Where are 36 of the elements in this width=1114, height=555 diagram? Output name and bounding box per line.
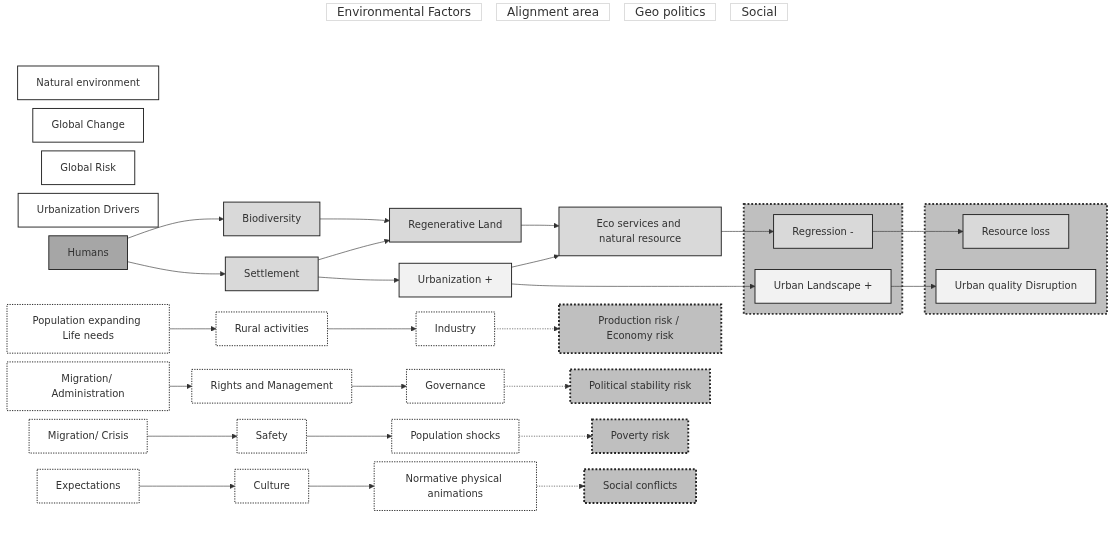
node-box: Global Change (32, 107, 144, 143)
node-box: Culture (234, 468, 310, 504)
node-box: Humans (48, 235, 128, 270)
node-box: Population expanding Life needs (6, 303, 170, 354)
node-box: Normative physical animations (373, 461, 537, 511)
cluster (742, 202, 904, 315)
node-box: Urbanization Drivers (17, 192, 159, 228)
node-box: Migration/ Crisis (28, 418, 148, 454)
node-box: Poverty risk (591, 418, 690, 454)
node-box: Production risk / Economy risk (558, 303, 723, 354)
node-box: Natural environment (17, 65, 160, 100)
node-box: Urbanization + (398, 262, 513, 298)
node-box: Biodiversity (223, 201, 321, 236)
node-box: Safety (236, 418, 307, 454)
area-label: Geo politics (624, 3, 717, 21)
node-box: Rural activities (215, 311, 328, 346)
node-box: Rights and Management (191, 368, 353, 404)
node-box: Migration/ Administration (6, 361, 170, 411)
node-box: Industry (415, 311, 496, 346)
node-box: Political stability risk (569, 368, 711, 404)
node-box: Governance (406, 368, 505, 404)
node-box: Social conflicts (583, 468, 697, 504)
node-box: Population shocks (391, 418, 520, 454)
node-box: Settlement (224, 256, 319, 291)
cluster (923, 202, 1108, 315)
node-box: Eco services and natural resource (558, 206, 722, 256)
area-label: Alignment area (496, 3, 611, 21)
area-label: Social (730, 3, 789, 21)
node-box: Regression - (773, 213, 873, 249)
node-box: Urban quality Disruption (935, 268, 1097, 304)
node-box: Regenerative Land (389, 207, 522, 243)
node-box: Global Risk (41, 150, 136, 185)
area-label: Environmental Factors (325, 3, 483, 21)
node-box: Expectations (36, 468, 140, 504)
node-box: Resource loss (962, 213, 1070, 249)
node-box: Urban Landscape + (754, 268, 892, 304)
